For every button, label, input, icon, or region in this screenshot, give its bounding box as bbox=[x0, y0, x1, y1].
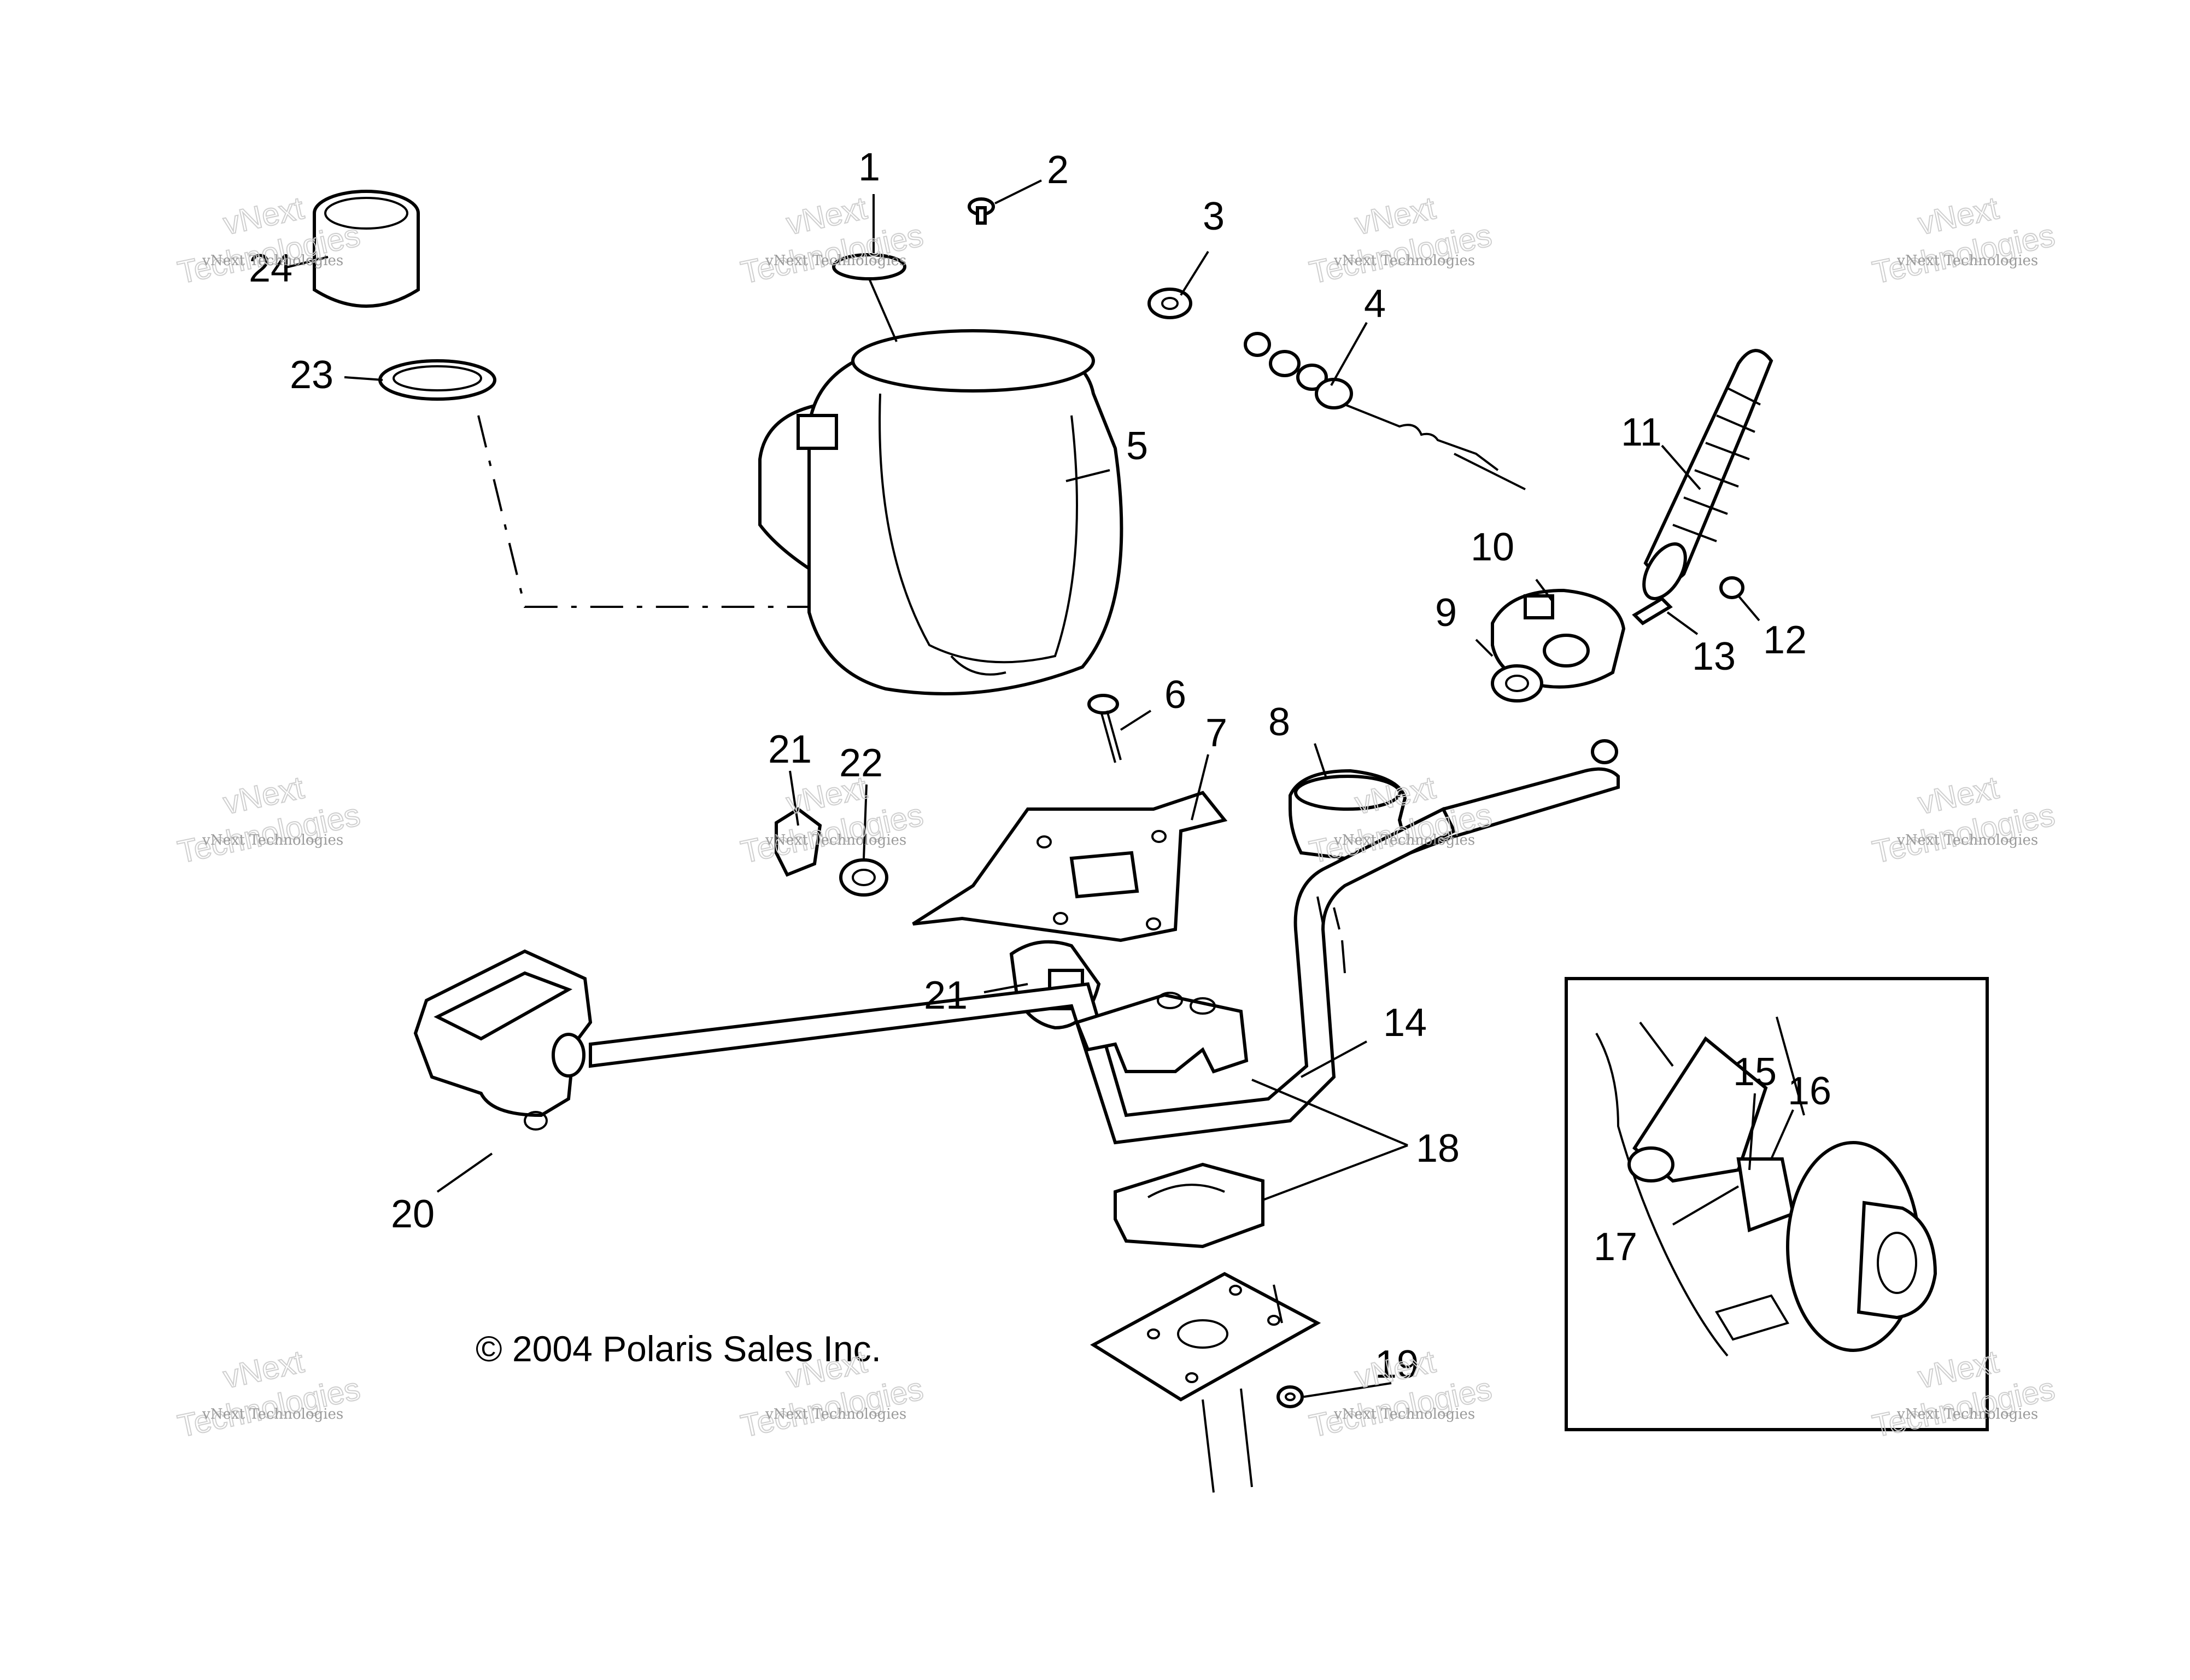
part-7-bracket bbox=[912, 791, 1228, 943]
inset-detail bbox=[1565, 977, 1989, 1431]
svg-text:vNext Technologies: vNext Technologies bbox=[1333, 832, 1475, 848]
callout-1: 1 bbox=[858, 145, 880, 189]
svg-text:vNext Technologies: vNext Technologies bbox=[765, 1406, 906, 1423]
watermark: vNext Technologies vNext Technologies bbox=[737, 769, 927, 871]
watermark: vNext Technologies vNext Technologies bbox=[1306, 190, 1496, 291]
callouts: 1 2 3 4 5 6 7 8 9 10 11 12 13 14 15 16 1… bbox=[249, 145, 1831, 1386]
svg-text:vNext Technologies: vNext Technologies bbox=[202, 253, 343, 269]
part-18-clamp-upper bbox=[1075, 992, 1249, 1074]
svg-text:vNext Technologies: vNext Technologies bbox=[1896, 1406, 2038, 1423]
part-20-left-housing bbox=[413, 949, 593, 1131]
callout-7: 7 bbox=[1205, 711, 1227, 755]
callout-21-lower: 21 bbox=[924, 974, 968, 1017]
callout-10: 10 bbox=[1471, 525, 1514, 569]
part-4-cable bbox=[1244, 332, 1526, 490]
svg-text:vNext Technologies: vNext Technologies bbox=[1333, 1406, 1475, 1423]
svg-text:vNext Technologies: vNext Technologies bbox=[202, 832, 343, 848]
part-10-switch bbox=[1491, 588, 1626, 689]
part-6-bolt bbox=[1087, 694, 1122, 763]
leader-lines bbox=[284, 179, 1794, 1398]
part-18-clamp-lower bbox=[1114, 1162, 1264, 1249]
callout-11: 11 bbox=[1621, 411, 1662, 454]
callout-18: 18 bbox=[1416, 1127, 1460, 1170]
callout-15: 15 bbox=[1733, 1050, 1777, 1094]
watermark: vNext Technologies vNext Technologies bbox=[1869, 190, 2059, 291]
svg-text:vNext Technologies: vNext Technologies bbox=[1896, 253, 2038, 269]
part-3-nut bbox=[1147, 288, 1192, 319]
callout-23: 23 bbox=[290, 353, 333, 397]
callout-8: 8 bbox=[1268, 700, 1290, 744]
callout-14: 14 bbox=[1383, 1001, 1427, 1045]
callout-24: 24 bbox=[249, 247, 292, 290]
part-23-ring bbox=[378, 359, 496, 401]
part-2-screw bbox=[968, 197, 995, 225]
copyright-notice: © 2004 Polaris Sales Inc. bbox=[476, 1328, 881, 1369]
callout-20: 20 bbox=[391, 1192, 435, 1236]
part-13-screw bbox=[1632, 596, 1673, 625]
callout-17: 17 bbox=[1594, 1225, 1637, 1269]
callout-21-upper: 21 bbox=[768, 728, 812, 771]
part-12-nut bbox=[1719, 576, 1744, 599]
part-22-grommet bbox=[839, 858, 888, 897]
callout-16: 16 bbox=[1788, 1069, 1831, 1113]
callout-19: 19 bbox=[1375, 1343, 1419, 1386]
callout-4: 4 bbox=[1364, 282, 1386, 326]
part-5-housing bbox=[758, 329, 1123, 695]
part-11-grip bbox=[1642, 349, 1773, 600]
svg-text:vNext Technologies: vNext Technologies bbox=[765, 832, 906, 848]
part-24-sleeve bbox=[313, 190, 420, 308]
callout-12: 12 bbox=[1763, 618, 1807, 662]
callout-2: 2 bbox=[1047, 148, 1069, 192]
svg-text:vNext Technologies: vNext Technologies bbox=[1333, 253, 1475, 269]
part-19-nut bbox=[1276, 1385, 1304, 1408]
callout-3: 3 bbox=[1203, 195, 1225, 238]
callout-5: 5 bbox=[1126, 424, 1148, 468]
callout-6: 6 bbox=[1164, 673, 1186, 717]
part-steering-plate bbox=[1090, 1272, 1321, 1493]
part-9-collar bbox=[1491, 664, 1543, 703]
reference-line bbox=[477, 415, 809, 608]
svg-text:vNext Technologies: vNext Technologies bbox=[202, 1406, 343, 1423]
callout-9: 9 bbox=[1435, 591, 1457, 635]
part-14-handlebar bbox=[589, 806, 1457, 1145]
watermark: vNext Technologies vNext Technologies bbox=[174, 1343, 364, 1445]
part-21-clip-upper bbox=[775, 807, 822, 877]
callout-13: 13 bbox=[1692, 635, 1736, 678]
svg-text:vNext Technologies: vNext Technologies bbox=[1896, 832, 2038, 848]
watermark: vNext Technologies vNext Technologies bbox=[1869, 769, 2059, 871]
svg-text:vNext Technologies: vNext Technologies bbox=[765, 253, 906, 269]
watermark: vNext Technologies vNext Technologies bbox=[1306, 1343, 1496, 1445]
callout-22: 22 bbox=[839, 741, 883, 785]
watermark: vNext Technologies vNext Technologies bbox=[174, 769, 364, 871]
